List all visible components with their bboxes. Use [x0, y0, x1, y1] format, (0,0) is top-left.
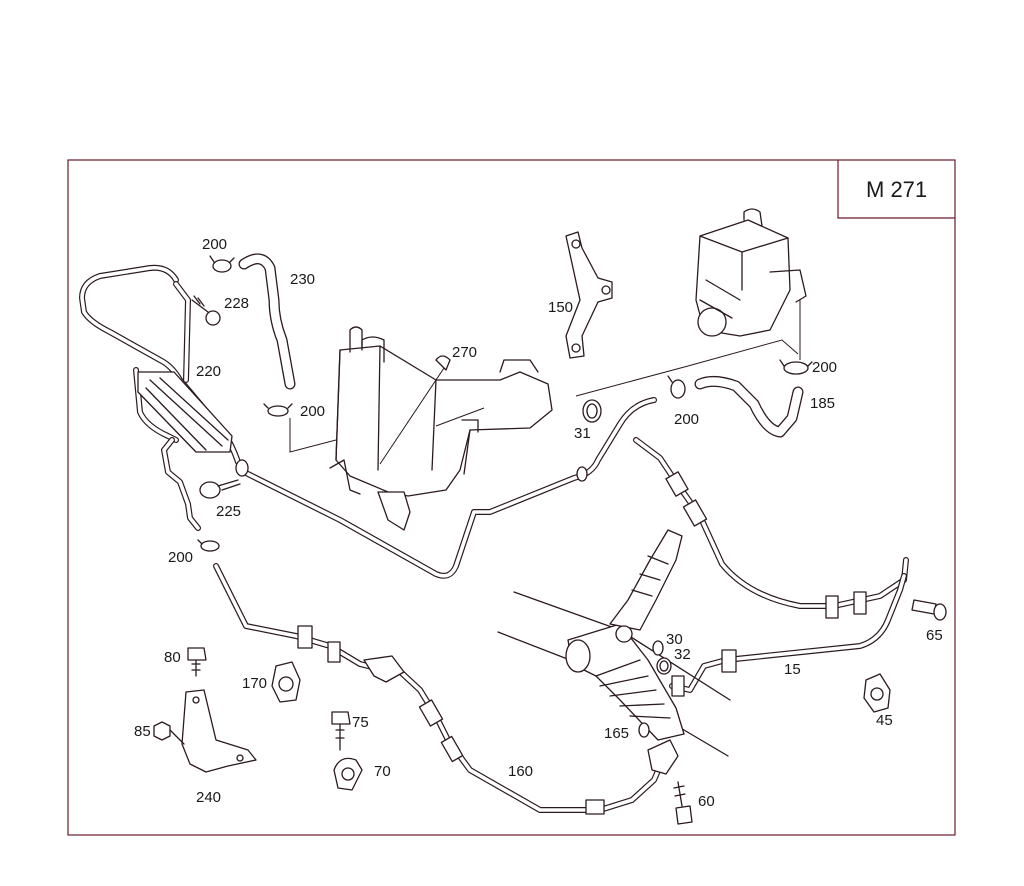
hose-clamp-200-hose [667, 375, 686, 399]
callout-220: 220 [196, 363, 221, 380]
callout-165: 165 [604, 725, 629, 742]
callout-30: 30 [666, 631, 683, 648]
model-label: M 271 [866, 177, 927, 202]
steering-gear [497, 529, 731, 757]
callout-200-hose: 200 [674, 411, 699, 428]
callout-70: 70 [374, 763, 391, 780]
callout-228: 228 [224, 295, 249, 312]
bolt-228 [191, 295, 221, 326]
hose-clamp-200-left [197, 539, 220, 552]
pressure-line [633, 437, 909, 619]
return-line [235, 397, 657, 579]
callout-240: 240 [196, 789, 221, 806]
callout-225: 225 [216, 503, 241, 520]
callout-85: 85 [134, 723, 151, 740]
callout-200-top: 200 [202, 236, 227, 253]
callout-32: 32 [674, 646, 691, 663]
model-label-box: M 271 [837, 160, 955, 219]
bolt-65 [911, 599, 947, 621]
bolt-225 [199, 479, 241, 499]
bolt-80 [187, 647, 207, 677]
hose-clamp-200-mid [263, 403, 293, 417]
hose-185 [694, 375, 804, 438]
pressure-hose-15 [669, 573, 907, 697]
callout-80: 80 [164, 649, 181, 666]
callout-230: 230 [290, 271, 315, 288]
callout-270: 270 [452, 344, 477, 361]
callout-150: 150 [548, 299, 573, 316]
nut-85 [153, 721, 171, 741]
callout-60: 60 [698, 793, 715, 810]
rubber-mount-45 [863, 673, 891, 713]
bracket-165 [647, 739, 679, 775]
assembly-leaders [289, 300, 801, 465]
hose-230 [238, 253, 296, 390]
oil-cooler-220 [137, 371, 233, 453]
seal-ring-32 [656, 657, 672, 675]
fluid-reservoir [329, 326, 553, 531]
return-hose-160 [213, 563, 663, 815]
callout-45: 45 [876, 712, 893, 729]
seal-ring-30 [652, 640, 664, 656]
seal-165 [638, 722, 650, 738]
hose-clamp-200-pump [779, 359, 813, 375]
bolt-60 [673, 781, 693, 825]
bracket-240 [169, 689, 257, 773]
callout-200-left: 200 [168, 549, 193, 566]
power-steering-pump [695, 208, 807, 337]
callout-200-pump: 200 [812, 359, 837, 376]
callout-31: 31 [574, 425, 591, 442]
callout-160: 160 [508, 763, 533, 780]
clip-270 [435, 355, 451, 371]
callout-200-mid: 200 [300, 403, 325, 420]
bracket-150 [565, 231, 613, 359]
callout-65: 65 [926, 627, 943, 644]
callout-170: 170 [242, 675, 267, 692]
diagram-frame [67, 159, 956, 836]
hose-clamp-200-top [209, 255, 235, 273]
bolt-75 [331, 711, 351, 751]
rubber-mount-170 [271, 661, 301, 703]
seal-ring-31 [582, 399, 602, 423]
callout-185: 185 [810, 395, 835, 412]
clamp-70 [333, 757, 363, 791]
callout-75: 75 [352, 714, 369, 731]
callout-15: 15 [784, 661, 801, 678]
callout-labels: 200 228 230 220 270 200 150 200 185 31 2… [134, 236, 943, 810]
